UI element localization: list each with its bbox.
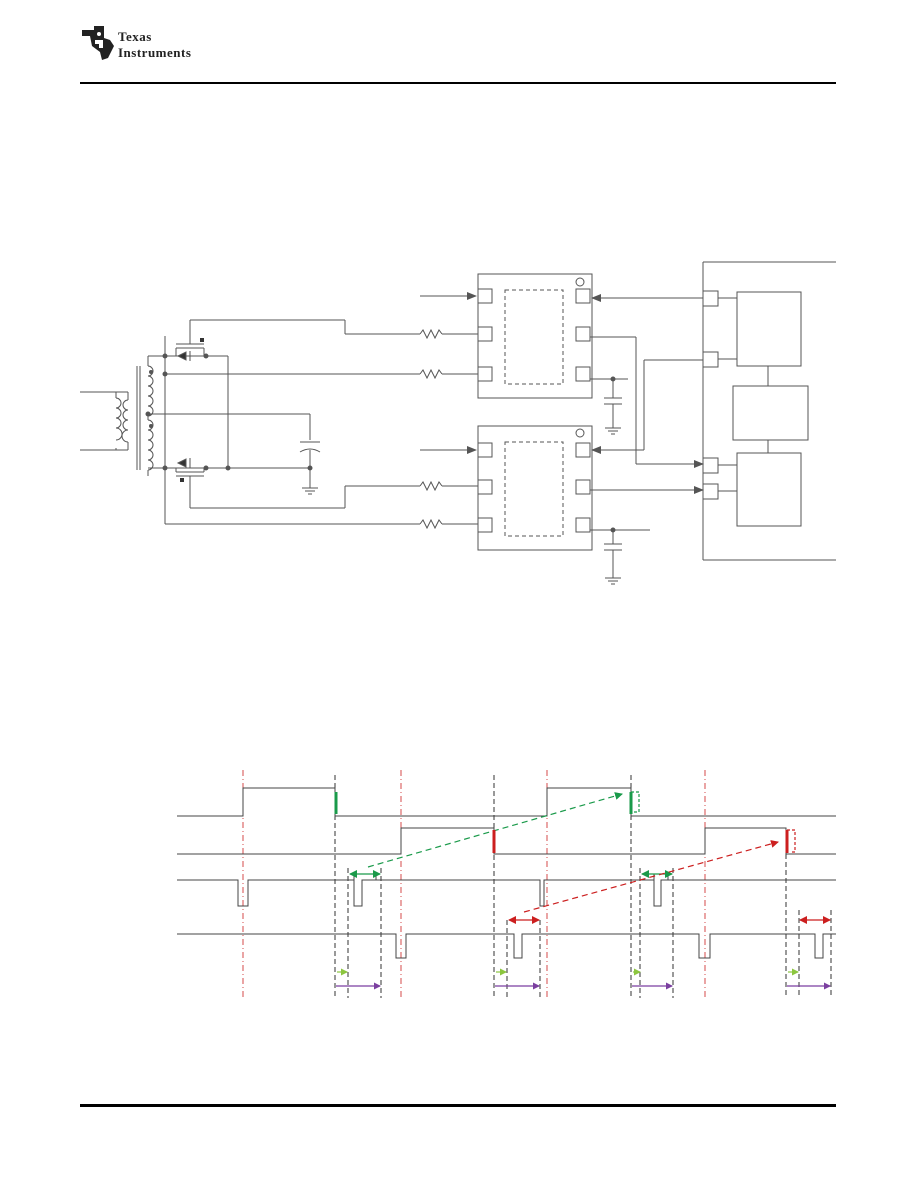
waveform-4 — [177, 933, 836, 959]
waveform-1 — [177, 787, 836, 817]
ti-logo — [80, 24, 230, 62]
texas-instruments-logo-icon — [82, 26, 114, 60]
header-rule — [80, 82, 836, 84]
red-transfer-arrow — [523, 840, 779, 913]
mcu-block — [702, 261, 836, 561]
waveform-2 — [177, 827, 836, 855]
resistor — [419, 480, 443, 492]
resistor — [419, 368, 443, 380]
controller-ic-bottom — [477, 425, 593, 551]
transformer — [80, 365, 154, 471]
schematic — [80, 261, 836, 585]
output-capacitor — [299, 414, 321, 495]
sr-mosfet-bottom — [148, 458, 346, 509]
controller-ic-top — [477, 273, 593, 399]
logo-line-1: Texas — [118, 29, 152, 44]
timing-diagram — [177, 770, 836, 998]
logo-line-2: Instruments — [118, 45, 192, 60]
resistor — [419, 518, 443, 530]
footer-rule — [80, 1104, 836, 1107]
sr-mosfet-top — [162, 319, 346, 524]
resistor — [419, 328, 443, 340]
waveform-3 — [177, 879, 836, 907]
